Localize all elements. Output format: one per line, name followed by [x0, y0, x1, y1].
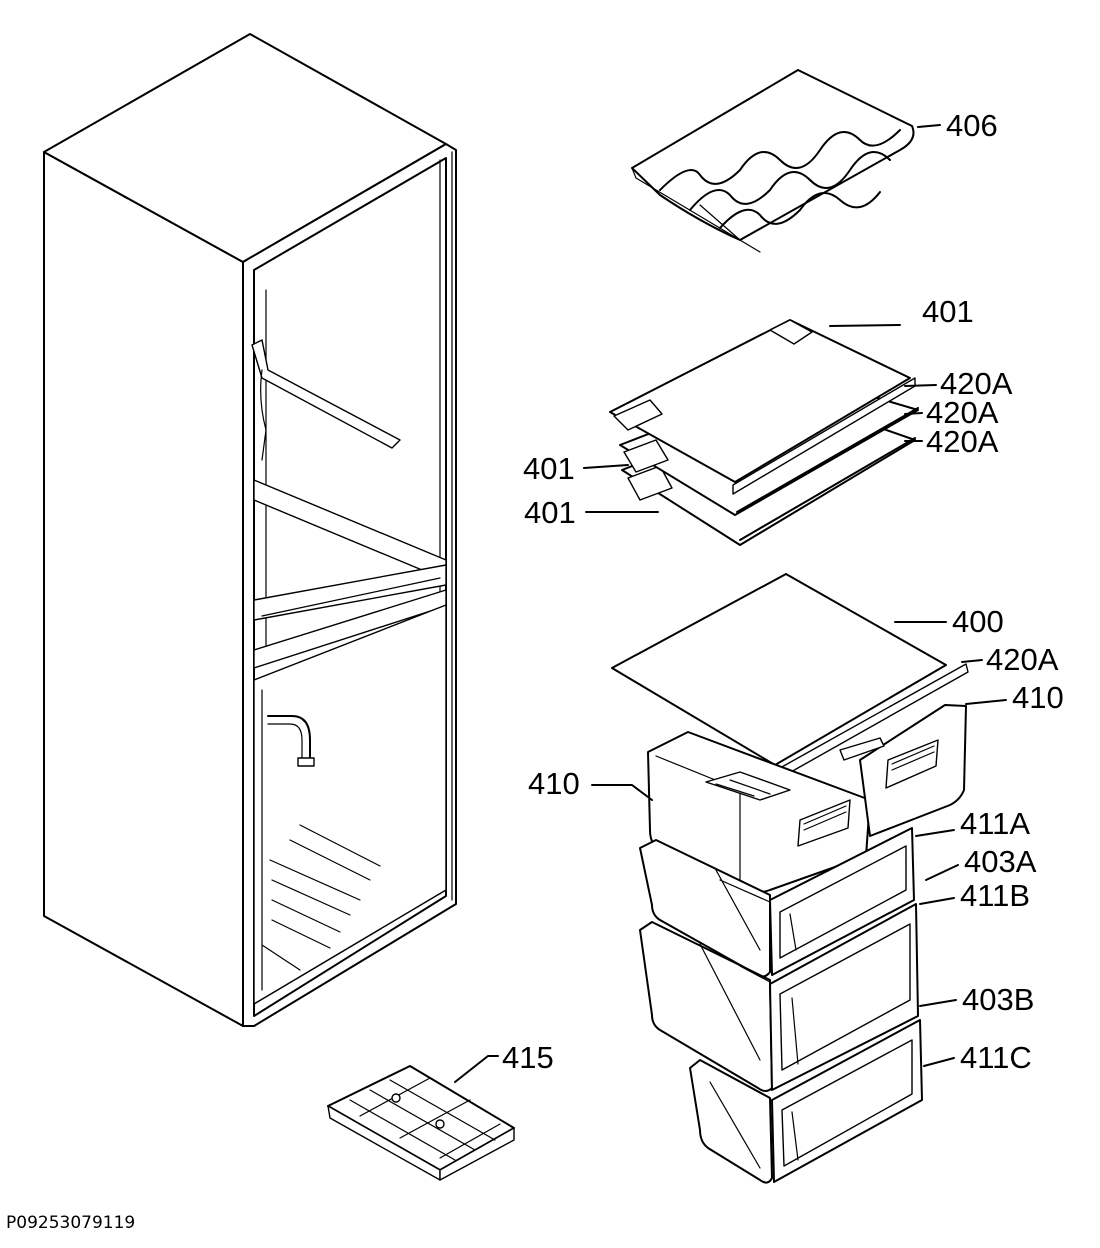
- wine-rack-406: [631, 69, 915, 253]
- label-411a: 411A: [960, 806, 1030, 841]
- label-403a: 403A: [964, 844, 1037, 879]
- label-420a-4: 420A: [986, 642, 1059, 677]
- label-420a-2: 420A: [926, 395, 999, 430]
- reference-code: P09253079119: [6, 1213, 135, 1233]
- freezer-drawer-411c: [689, 1019, 923, 1184]
- ice-tray-415: [327, 1065, 515, 1181]
- leader-lines: [454, 124, 1007, 1083]
- freezer-drawer-403b: [639, 903, 919, 1092]
- label-403b: 403B: [962, 982, 1034, 1017]
- label-411c: 411C: [960, 1040, 1032, 1075]
- label-400: 400: [952, 604, 1004, 639]
- glass-shelf-400: [611, 573, 969, 778]
- label-415: 415: [502, 1040, 554, 1075]
- glass-shelves-401: [609, 319, 919, 546]
- refrigerator-cabinet: [43, 33, 457, 1027]
- label-410-right: 410: [1012, 680, 1064, 715]
- label-420a-1: 420A: [940, 366, 1013, 401]
- label-401-low: 401: [524, 495, 576, 530]
- label-406: 406: [946, 108, 998, 143]
- label-401-mid: 401: [523, 451, 575, 486]
- label-411b: 411B: [960, 878, 1030, 913]
- part-labels: 406 401 420A 420A 420A 401 401 400 420A …: [6, 108, 1064, 1233]
- freezer-drawer-403a: [639, 827, 915, 978]
- label-410-left: 410: [528, 766, 580, 801]
- label-401-top: 401: [922, 294, 974, 329]
- label-420a-3: 420A: [926, 424, 999, 459]
- crisper-boxes-410: [647, 704, 967, 894]
